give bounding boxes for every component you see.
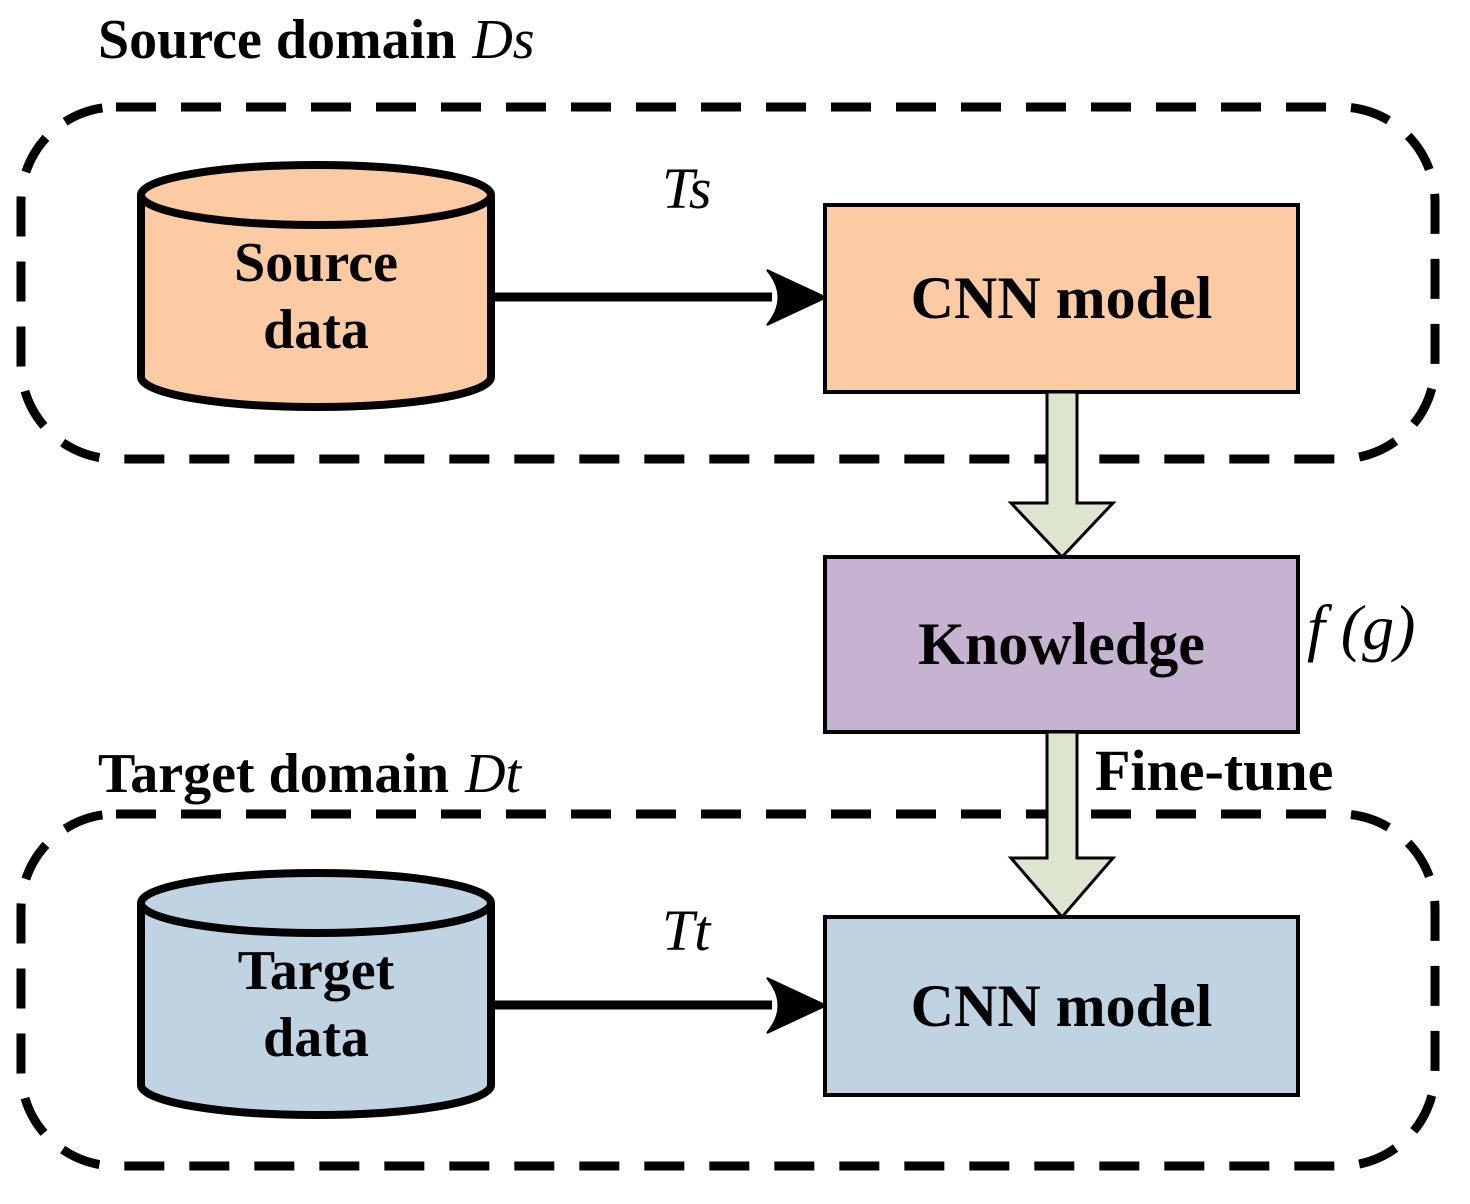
source-task-label: Ts: [662, 156, 712, 221]
source-domain-title-text: Source domain: [98, 9, 457, 71]
source-data-label: Source data: [137, 170, 495, 410]
target-data-line1: Target: [237, 939, 395, 1002]
target-task-arrow-icon: [488, 977, 829, 1034]
knowledge-transfer-down-arrow-icon: [1007, 390, 1117, 560]
source-domain-symbol: Ds: [472, 9, 535, 71]
finetune-label: Fine-tune: [1095, 738, 1334, 803]
finetune-down-arrow-icon: [1007, 730, 1117, 920]
knowledge-function-label: f (g): [1307, 592, 1416, 663]
source-domain-dashed-border: [16, 102, 1440, 464]
target-cnn-model-box: [823, 915, 1300, 1097]
source-cnn-model-label: CNN model: [910, 265, 1213, 331]
source-data-line2: data: [263, 299, 369, 361]
source-task-arrow-icon: [488, 269, 829, 326]
target-data-cylinder: [137, 869, 495, 1119]
source-data-line1: Source: [234, 231, 398, 294]
target-task-label: Tt: [662, 898, 711, 963]
target-domain-symbol: Dt: [465, 743, 522, 805]
target-domain-title-text: Target domain: [98, 743, 450, 805]
target-data-label: Target data: [137, 878, 495, 1118]
target-cnn-model-label: CNN model: [910, 972, 1213, 1039]
source-data-cylinder: [137, 161, 495, 411]
target-data-line2: data: [263, 1007, 369, 1069]
target-domain-dashed-border: [16, 809, 1440, 1171]
knowledge-label: Knowledge: [918, 611, 1205, 677]
